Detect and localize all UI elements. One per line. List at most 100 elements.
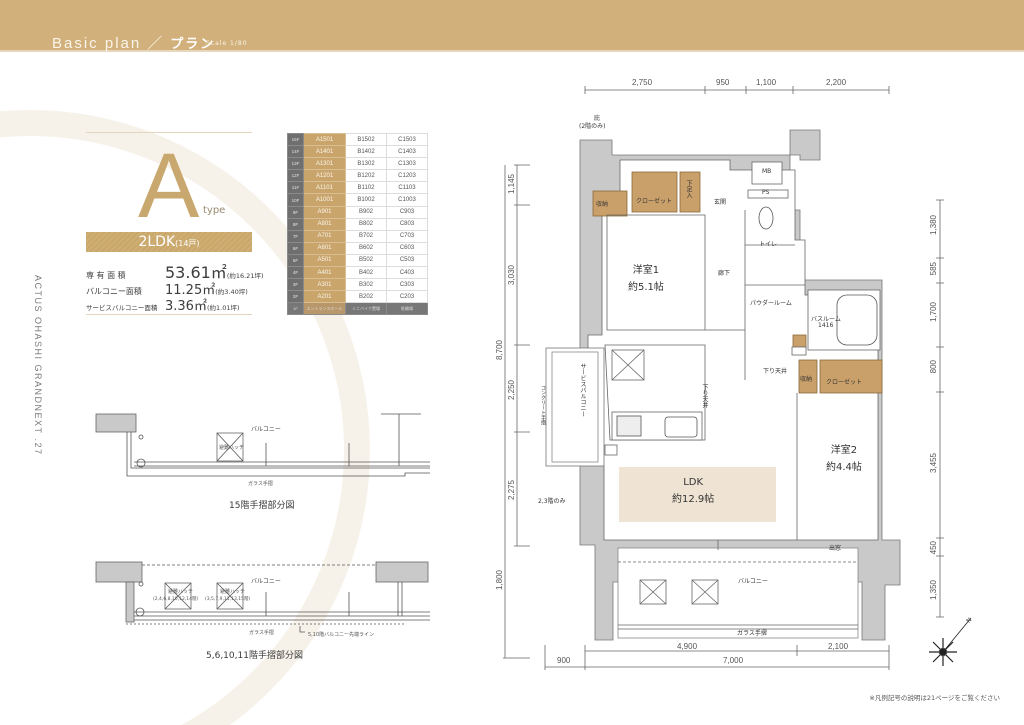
unit-cell-a: A501 [303,253,346,268]
title-en: Basic plan [52,35,142,52]
area-value: 53.61㎡ [165,263,227,282]
area-value: 11.25㎡ [165,283,216,298]
label-closet-2: クローゼット [826,379,863,386]
dim-right: 1,350 [929,580,938,601]
dim-left: 1,800 [495,570,504,591]
dim-top: 1,100 [756,78,777,87]
room-name: 洋室1 [632,265,660,276]
type-letter: A [138,135,200,237]
label-toilet: トイレ [759,241,778,248]
unit-cell-c: C903 [386,205,428,219]
unit-cell-b: B1202 [345,169,387,183]
unit-cell-a: A1501 [303,132,346,147]
unit-cell-c: 駐輪場 [386,302,428,316]
unit-cell-b: B1402 [345,145,387,159]
area-label: バルコニー面積 [86,287,142,296]
unit-cell-b: B402 [345,266,387,280]
label-eave-note: (2階のみ) [579,123,606,130]
room-name: LDK [683,477,704,488]
floor-plan [503,86,972,670]
area-value: 3.36㎡ [165,299,207,314]
unit-cell-a: A1301 [303,157,346,171]
detail2-hatch1-floors: (2,4,6,8,10,12,14階) [153,597,199,602]
label-powder-room: パウダールーム [750,300,792,307]
detail1-balcony-label: バルコニー [251,426,281,433]
unit-cell-c: C703 [386,229,428,243]
label-bath-size: 1416 [818,322,834,329]
brand-name: ACTUS OHASHI GRANDNEXT [33,275,43,435]
label-bathroom: バスルーム [811,316,841,323]
unit-cell-c: C1403 [386,145,428,159]
dim-top: 950 [716,78,730,87]
detail2-hatch1-label: 避難ハッチ [168,589,194,595]
label-hallway: 廊下 [718,270,731,277]
title-separator: ／ [147,35,165,52]
unit-cell-c: C1103 [386,181,428,195]
unit-cell-b: B1502 [345,132,387,147]
label-entrance: 玄関 [714,199,727,206]
area-row-private: 専 有 面 積 53.61㎡(約16.21坪) [86,259,264,283]
dim-left-total: 8,700 [495,340,504,361]
label-eave: 庇 [594,115,601,122]
label-floors-note: 2,3階のみ [538,498,566,505]
page-title: Basic plan／プラン [52,32,215,53]
unit-cell-c: C603 [386,241,428,255]
label-service-balcony: サービスバルコニー [579,363,586,417]
dim-right: 800 [929,360,938,374]
unit-cell-a: A601 [303,241,346,255]
area-approx: (約16.21坪) [226,272,264,280]
handrail-detail-5-6-10-11f [95,561,430,633]
area-row-balcony: バルコニー面積 11.25㎡(約3.40坪) [86,279,248,298]
label-concrete-handrail: コンクリート手摺 [540,385,546,425]
area-approx: (約1.01坪) [206,304,240,312]
room-ldk: LDK 約12.9帖 [672,474,714,508]
dim-left: 2,250 [507,380,516,401]
label-ps: PS [762,189,770,196]
unit-cell-c: C1003 [386,193,428,207]
detail2-glass-label: ガラス手摺 [249,630,274,636]
room-western1: 洋室1 約5.1帖 [628,262,664,296]
dim-bottom-left: 900 [557,656,571,665]
detail1-glass-label: ガラス手摺 [248,481,273,487]
label-storage-1: 収納 [596,201,609,208]
dim-top: 2,200 [826,78,847,87]
dim-left: 1,145 [507,174,516,195]
detail1-caption: 15階手摺部分図 [229,501,295,511]
label-glass-handrail: ガラス手摺 [737,630,767,637]
area-approx: (約3.40坪) [215,288,248,296]
unit-cell-floor: 8F [287,217,304,231]
divider [86,314,252,315]
unit-cell-b: B1302 [345,157,387,171]
label-mb: MB [762,168,772,175]
unit-cell-c: C403 [386,266,428,280]
page-number: .27 [33,438,43,456]
scale-label: Scale 1/80 [206,40,248,47]
detail2-line-note: 5,10階バルコニー先端ライン [308,632,375,638]
unit-cell-a: A1101 [303,181,346,195]
layout-label: 2LDK [138,234,176,250]
header-band: Basic plan／プラン Scale 1/80 [0,0,1024,52]
room-size: 約12.9帖 [672,494,715,505]
type-suffix: type [203,205,226,216]
compass-icon [929,617,972,666]
room-name: 洋室2 [830,445,858,456]
dim-left: 3,030 [507,265,516,286]
label-balcony: バルコニー [738,578,768,585]
footnote: ※凡例記号の説明は21ページをご覧ください [869,694,1000,702]
dim-right: 585 [929,262,938,276]
detail2-hatch2-label: 避難ハッチ [220,589,246,595]
unit-cell-a: A401 [303,266,346,280]
label-closet-1: クローゼット [636,198,673,205]
area-label: 専 有 面 積 [86,271,126,280]
handrail-detail-15f [95,413,430,477]
label-lowered-ceiling: 下り天井 [701,384,708,408]
dim-bottom-total: 7,000 [723,656,744,665]
dim-right: 1,700 [929,302,938,323]
